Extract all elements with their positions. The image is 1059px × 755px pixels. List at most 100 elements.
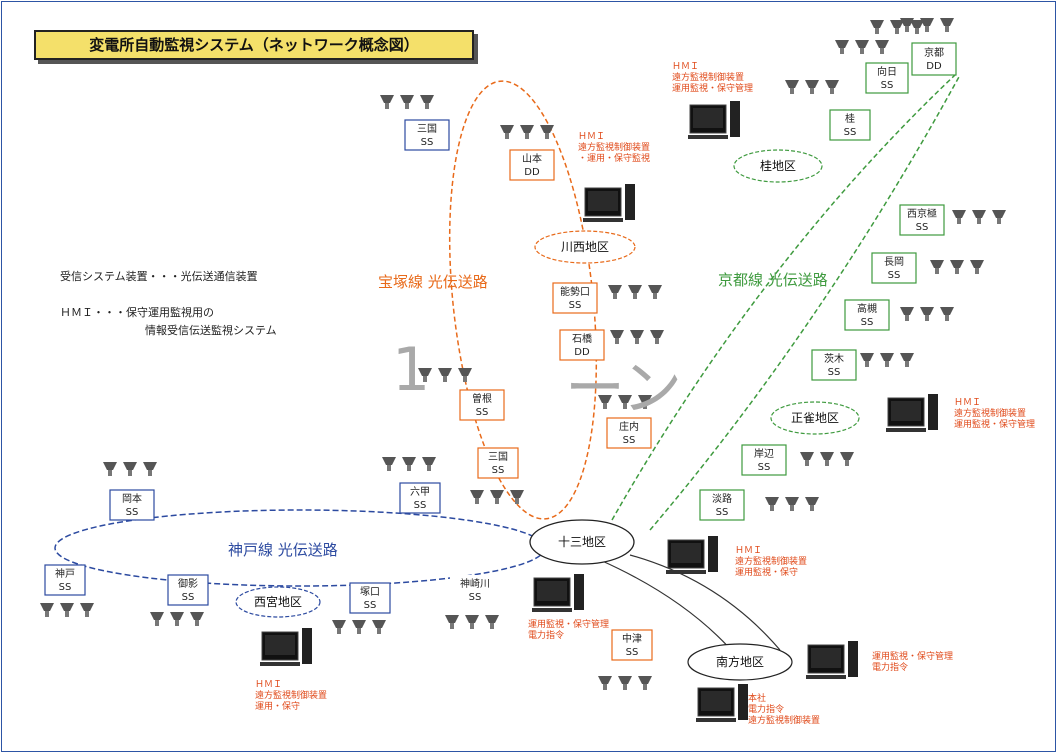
svg-text:長岡: 長岡 bbox=[884, 256, 904, 268]
lamp-icon bbox=[332, 620, 346, 634]
svg-text:SS: SS bbox=[569, 300, 582, 311]
station-ibaraki: 茨木 SS bbox=[811, 349, 857, 381]
lamp-icon bbox=[470, 490, 484, 504]
svg-text:DD: DD bbox=[926, 61, 942, 72]
lamp-icons bbox=[40, 18, 1006, 690]
svg-text:淡路: 淡路 bbox=[712, 492, 732, 505]
shojaku-area bbox=[770, 401, 860, 435]
svg-text:山本: 山本 bbox=[522, 152, 542, 165]
station-noseguchi: 能勢口 SS bbox=[552, 282, 598, 314]
station-nishimuko: 向日 SS bbox=[865, 62, 909, 94]
lamp-icon bbox=[143, 462, 157, 476]
lamp-icon bbox=[860, 353, 874, 367]
station-ishibashi: 石橋 DD bbox=[559, 329, 605, 361]
lamp-icon bbox=[123, 462, 137, 476]
note-minamikata-2: 本社 電力指令 遠方監視制御装置 bbox=[748, 694, 821, 726]
svg-text:三国: 三国 bbox=[488, 451, 508, 463]
svg-text:SS: SS bbox=[476, 407, 489, 418]
lamp-icon bbox=[372, 620, 386, 634]
lamp-icon bbox=[190, 612, 204, 626]
note-minamikata-1: 運用監視・保守管理 電力指令 bbox=[872, 652, 954, 673]
svg-text:SS: SS bbox=[182, 592, 195, 603]
lamp-icon bbox=[422, 457, 436, 471]
lamp-icon bbox=[628, 285, 642, 299]
lamp-icon bbox=[940, 307, 954, 321]
lamp-icon bbox=[638, 395, 652, 409]
lamp-icon bbox=[618, 676, 632, 690]
svg-text:六甲: 六甲 bbox=[410, 486, 430, 498]
station-mikage: 御影 SS bbox=[167, 574, 209, 606]
lamp-icon bbox=[840, 452, 854, 466]
station-kanzaki: 神崎川 SS bbox=[450, 575, 500, 605]
station-hibarigaoka: 三国 SS bbox=[404, 119, 450, 151]
minamikata-link-2 bbox=[629, 554, 781, 651]
lamp-icon bbox=[458, 368, 472, 382]
svg-text:SS: SS bbox=[414, 500, 427, 511]
lamp-icon bbox=[638, 676, 652, 690]
computer-icons bbox=[260, 101, 938, 722]
lamp-icon bbox=[972, 210, 986, 224]
lamp-icon bbox=[418, 368, 432, 382]
lamp-icon bbox=[950, 260, 964, 274]
svg-text:SS: SS bbox=[59, 582, 72, 593]
svg-text:SS: SS bbox=[888, 270, 901, 281]
lamp-icon bbox=[765, 497, 779, 511]
computer-icon bbox=[688, 101, 740, 139]
legend-line-1: 受信システム装置・・・光伝送通信装置 bbox=[60, 270, 258, 283]
lamp-icon bbox=[485, 615, 499, 629]
minamikata-area-label: 南方地区 bbox=[716, 654, 764, 669]
station-yamamoto: 山本 DD bbox=[509, 149, 555, 181]
lamp-icon bbox=[400, 95, 414, 109]
computer-icon bbox=[666, 536, 718, 574]
katsura-area bbox=[733, 149, 823, 183]
lamp-icon bbox=[402, 457, 416, 471]
lamp-icon bbox=[952, 210, 966, 224]
svg-text:SS: SS bbox=[758, 462, 771, 473]
lamp-icon bbox=[970, 260, 984, 274]
svg-text:SS: SS bbox=[861, 317, 874, 328]
lamp-icon bbox=[870, 20, 884, 34]
station-nakatsu: 中津 SS bbox=[611, 629, 653, 661]
computer-icon bbox=[583, 184, 635, 222]
lamp-icon bbox=[520, 125, 534, 139]
lamp-icon bbox=[352, 620, 366, 634]
kyoto-line-path-2 bbox=[649, 74, 961, 531]
lamp-icon bbox=[420, 95, 434, 109]
computer-icon bbox=[696, 684, 748, 722]
station-okamoto: 岡本 SS bbox=[109, 489, 155, 521]
lamp-icon bbox=[40, 603, 54, 617]
lamp-icon bbox=[805, 497, 819, 511]
nishinomiya-area-label: 西宮地区 bbox=[254, 594, 302, 609]
lamp-icon bbox=[805, 80, 819, 94]
lamp-icon bbox=[610, 330, 624, 344]
watermark-right: ーン bbox=[565, 354, 682, 424]
svg-text:SS: SS bbox=[881, 80, 894, 91]
svg-text:茨木: 茨木 bbox=[824, 352, 844, 365]
lamp-icon bbox=[820, 452, 834, 466]
note-kawanishi: ＨＭＩ 遠方監視制御装置 ・運用・保守監視 bbox=[578, 132, 651, 164]
lamp-icon bbox=[900, 353, 914, 367]
lamp-icon bbox=[618, 395, 632, 409]
station-kishibe: 岸辺 SS bbox=[741, 444, 787, 476]
svg-text:SS: SS bbox=[469, 592, 482, 603]
svg-text:SS: SS bbox=[623, 435, 636, 446]
svg-text:SS: SS bbox=[626, 647, 639, 658]
nishinomiya-area bbox=[235, 586, 321, 618]
svg-text:DD: DD bbox=[524, 167, 540, 178]
lamp-icon bbox=[880, 353, 894, 367]
station-kyoto: 京都 DD bbox=[911, 42, 957, 76]
kawanishi-area-label: 川西地区 bbox=[561, 240, 609, 254]
center-area bbox=[529, 519, 635, 565]
lamp-icon bbox=[380, 95, 394, 109]
svg-text:SS: SS bbox=[828, 367, 841, 378]
lamp-icon bbox=[930, 260, 944, 274]
lamp-icon bbox=[630, 330, 644, 344]
lamp-icon bbox=[382, 457, 396, 471]
lamp-icon bbox=[438, 368, 452, 382]
lamp-icon bbox=[992, 210, 1006, 224]
lamp-icon bbox=[890, 20, 904, 34]
kyoto-line-path bbox=[611, 74, 956, 521]
svg-text:塚口: 塚口 bbox=[360, 586, 380, 598]
